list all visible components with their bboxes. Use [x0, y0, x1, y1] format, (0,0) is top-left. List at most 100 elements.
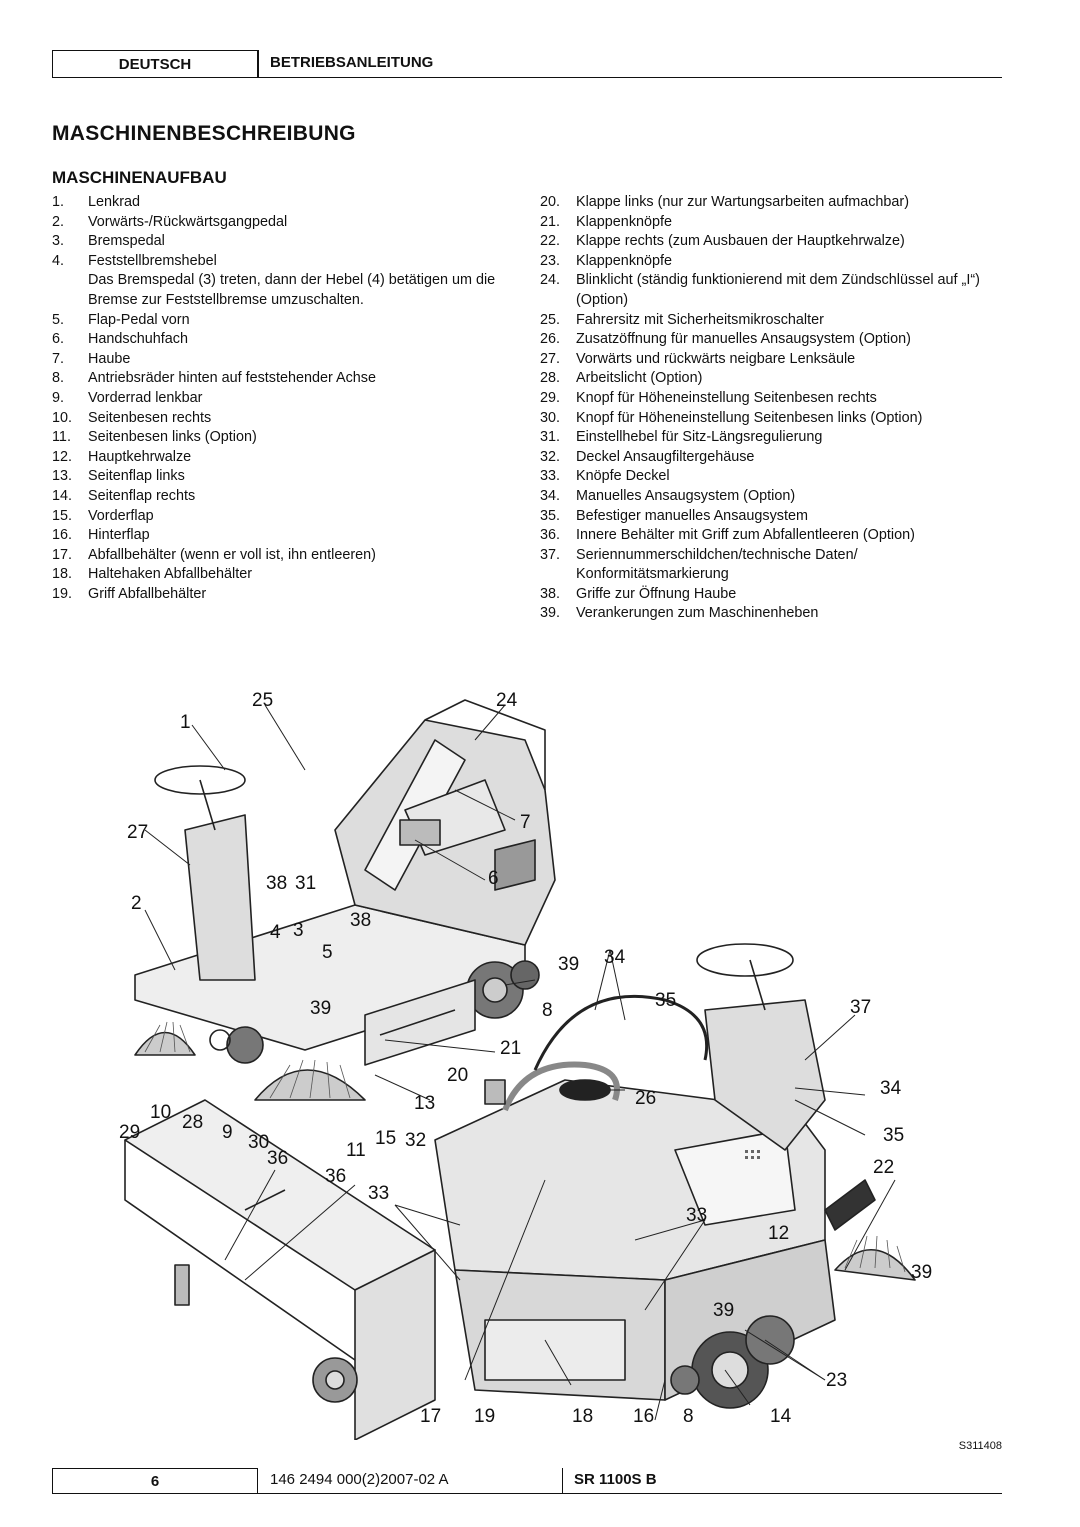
item-text: Innere Behälter mit Griff zum Abfallentl… [576, 527, 915, 544]
item-number: 23. [540, 252, 561, 269]
item-number: 21. [540, 213, 561, 230]
item-number: 14. [52, 487, 73, 504]
language-label: DEUTSCH [52, 50, 258, 78]
item-text: Zusatzöffnung für manuelles Ansaugsystem… [576, 331, 911, 348]
callout-38b: 38 [350, 910, 372, 931]
item-number: 22. [540, 233, 561, 250]
list-item: 26.Zusatzöffnung für manuelles Ansaugsys… [540, 330, 980, 350]
item-text: Fahrersitz mit Sicherheitsmikroschalter [576, 311, 824, 328]
item-number: 3. [52, 233, 65, 250]
callout-37: 37 [850, 997, 872, 1018]
item-text: Handschuhfach [88, 331, 189, 348]
item-number: 9. [52, 389, 65, 406]
item-number: 20. [540, 194, 561, 210]
callout-39a: 39 [558, 954, 580, 975]
callout-17: 17 [420, 1406, 442, 1427]
list-item: 15.Vorderflap [52, 507, 512, 527]
callout-39b: 39 [310, 998, 332, 1019]
callout-36b: 36 [325, 1166, 347, 1187]
callout-8a: 8 [542, 1000, 553, 1021]
manual-title: BETRIEBSANLEITUNG [270, 54, 434, 71]
item-number: 27. [540, 350, 561, 367]
item-text: Lenkrad [88, 194, 141, 210]
callout-21: 21 [500, 1038, 522, 1059]
list-item: 35.Befestiger manuelles Ansaugsystem [540, 507, 980, 527]
item-text: Klappenknöpfe [576, 252, 673, 269]
callout-4: 4 [270, 922, 281, 943]
list-item: 27.Vorwärts und rückwärts neigbare Lenks… [540, 350, 980, 370]
item-text: Das Bremspedal (3) treten, dann der Hebe… [88, 272, 496, 308]
callout-33a: 33 [368, 1183, 390, 1204]
callout-3: 3 [293, 920, 304, 941]
item-text: Seitenflap links [88, 468, 185, 485]
item-number: 10. [52, 409, 73, 426]
item-number: 15. [52, 507, 73, 524]
item-number: 34. [540, 487, 561, 504]
item-number: 28. [540, 370, 561, 387]
list-item: 34. Manuelles Ansaugsystem (Option) [540, 487, 980, 507]
list-item: 29.Knopf für Höheneinstellung Seitenbese… [540, 389, 980, 409]
list-item: Das Bremspedal (3) treten, dann der Hebe… [52, 271, 512, 310]
list-item: 9.Vorderrad lenkbar [52, 389, 512, 409]
footer-rule [52, 1493, 1002, 1494]
item-number: 33. [540, 468, 561, 485]
list-item: 21.Klappenknöpfe [540, 213, 980, 233]
item-text: Antriebsräder hinten auf feststehender A… [88, 370, 376, 387]
parts-list-right: 20. Klappe links (nur zur Wartungsarbeite… [540, 193, 980, 624]
list-item: 23. Klappenknöpfe [540, 252, 980, 272]
figure-code: S311408 [958, 1440, 1002, 1452]
item-text: Knopf für Höheneinstellung Seitenbesen r… [576, 389, 877, 406]
callout-8b: 8 [683, 1406, 694, 1427]
list-item: 6.Handschuhfach [52, 330, 512, 350]
item-text: Manuelles Ansaugsystem (Option) [576, 487, 796, 504]
list-item: 3. Bremspedal [52, 232, 512, 252]
callout-20: 20 [447, 1065, 469, 1086]
item-number: 7. [52, 350, 65, 367]
list-item: 17.Abfallbehälter (wenn er voll ist, ihn… [52, 546, 512, 566]
item-text: Vorwärts-/Rückwärtsgangpedal [88, 213, 288, 230]
list-item: 38.Griffe zur Öffnung Haube [540, 585, 980, 605]
callout-9: 9 [222, 1122, 233, 1143]
list-item: 8.Antriebsräder hinten auf feststehender… [52, 369, 512, 389]
item-text: Feststellbremshebel [88, 252, 217, 269]
header-rule [52, 77, 1002, 78]
callout-13: 13 [414, 1093, 436, 1114]
item-number: 11. [52, 429, 71, 446]
item-text: Einstellhebel für Sitz-Längsregulierung [576, 429, 823, 446]
callout-32: 32 [405, 1130, 427, 1151]
callout-38a: 38 [266, 873, 288, 894]
item-text: Verankerungen zum Maschinenheben [576, 605, 819, 622]
item-text: Deckel Ansaugfiltergehäuse [576, 448, 755, 465]
list-item: 18.Haltehaken Abfallbehälter [52, 565, 512, 585]
item-number: 12. [52, 448, 73, 465]
list-item: 25.Fahrersitz mit Sicherheitsmikroschalt… [540, 311, 980, 331]
page-footer: 6 146 2494 000(2)2007-02 A SR 1100S B [52, 1468, 1002, 1494]
item-text: Klappe links (nur zur Wartungsarbeiten a… [576, 194, 910, 210]
callout-30: 30 [248, 1132, 270, 1153]
item-number: 16. [52, 527, 73, 544]
header-divider [258, 50, 259, 78]
callout-26: 26 [635, 1088, 657, 1109]
item-number: 2. [52, 213, 65, 230]
callout-22: 22 [873, 1157, 895, 1178]
item-number: 13. [52, 468, 73, 485]
section-title: MASCHINENBESCHREIBUNG [52, 122, 356, 145]
list-item: 28.Arbeitslicht (Option) [540, 369, 980, 389]
list-item: 37.Seriennummerschildchen/technische Dat… [540, 546, 980, 585]
page-number: 6 [52, 1468, 258, 1494]
item-number: 24. [540, 272, 561, 289]
callout-7: 7 [520, 812, 531, 833]
callout-11: 11 [346, 1140, 366, 1161]
list-item: 5.Flap-Pedal vorn [52, 311, 512, 331]
item-text: Bremspedal [88, 233, 165, 250]
item-number: 19. [52, 585, 73, 602]
item-number: 39. [540, 605, 561, 622]
item-number: 32. [540, 448, 561, 465]
callout-36a: 36 [267, 1148, 289, 1169]
list-item: 7. Haube [52, 350, 512, 370]
list-item: 33.Knöpfe Deckel [540, 467, 980, 487]
item-text: Haube [88, 350, 131, 367]
callout-23: 23 [826, 1370, 848, 1391]
item-text: Griff Abfallbehälter [88, 585, 207, 602]
